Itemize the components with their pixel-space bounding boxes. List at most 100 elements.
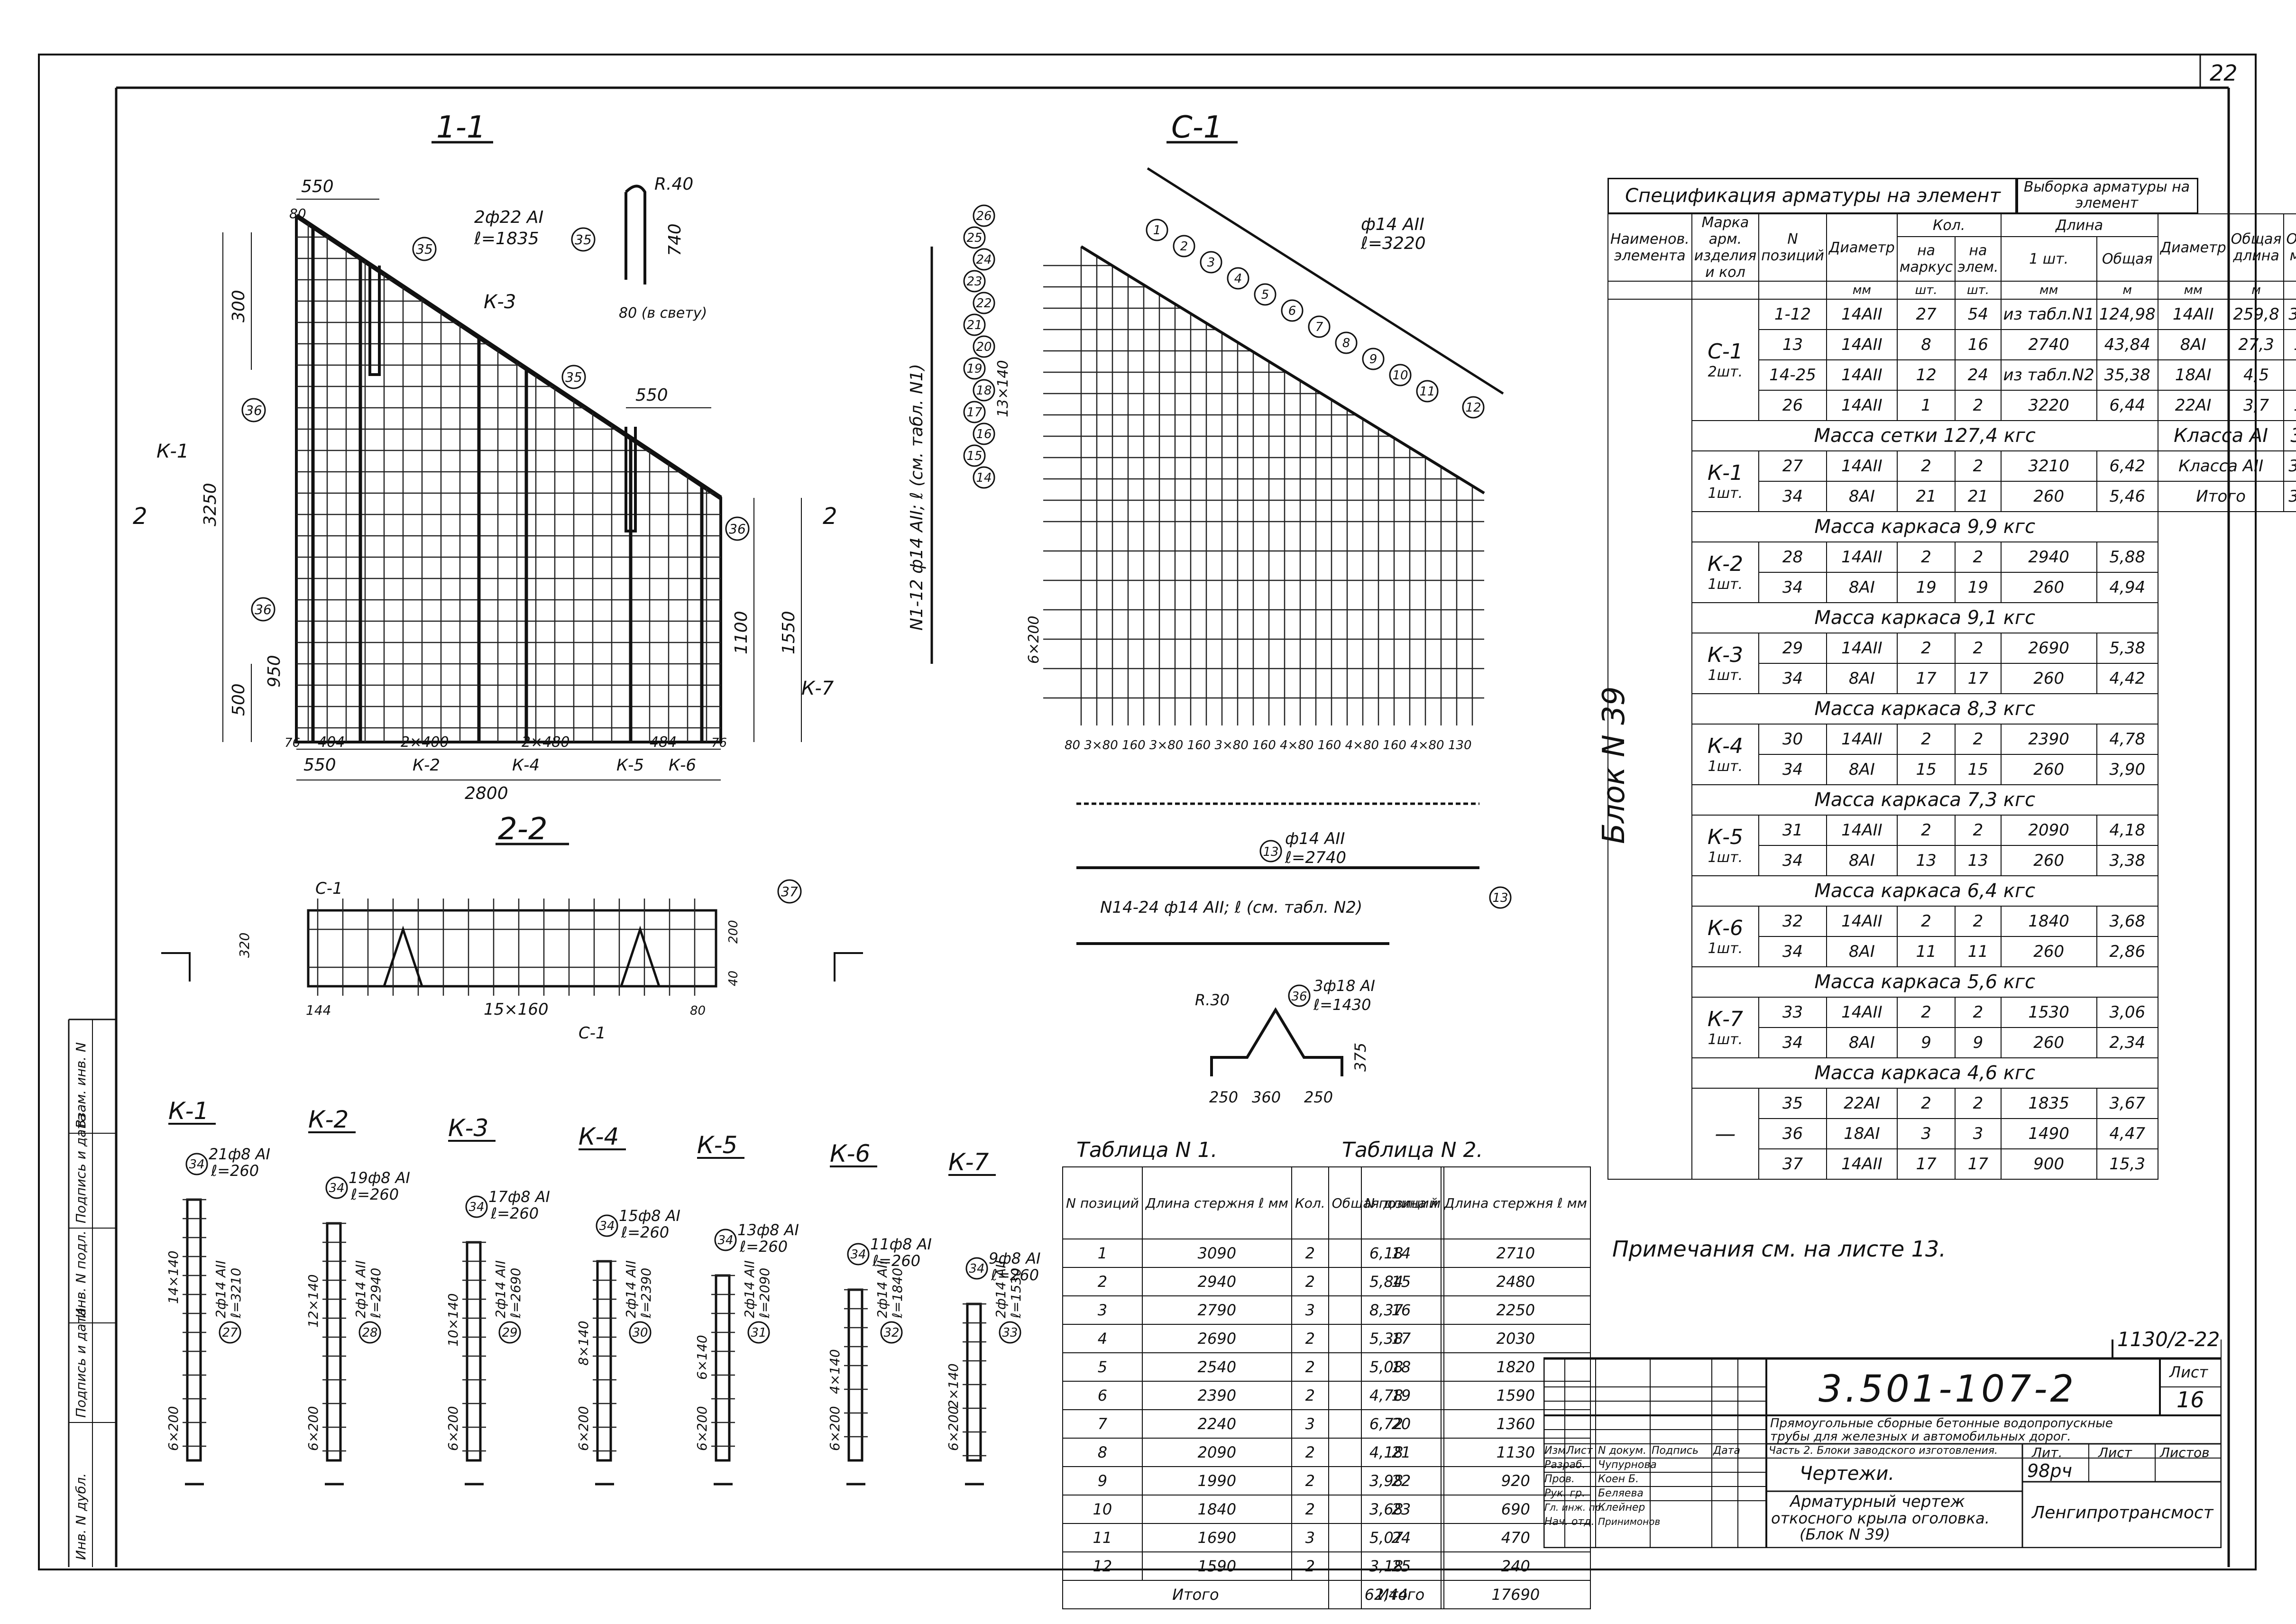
- dim-76-right: 76: [711, 736, 727, 750]
- spec-cell-0-2-3: 24: [1955, 359, 2002, 391]
- table1-cell-7-1: 2090: [1141, 1438, 1292, 1467]
- table1-cell-7-2: 2: [1291, 1438, 1329, 1467]
- table1-cell-4-1: 2540: [1141, 1352, 1292, 1382]
- bar13-note-2: ℓ=2740: [1285, 848, 1346, 867]
- spec-cell-0-0-0: 1-12: [1758, 299, 1827, 330]
- c1-callout-left-26: 26: [976, 209, 992, 223]
- dim-300: 300: [229, 290, 248, 322]
- spec-cell-3-1-5: 4,42: [2096, 663, 2158, 694]
- section-c1-title: С-1: [1171, 110, 1223, 145]
- strip-label-1: Взам. инв. N: [73, 1042, 89, 1129]
- title-code-corner: 1130/2-22: [2117, 1328, 2220, 1351]
- title-doc-code: 3.501-107-2: [1818, 1368, 2077, 1411]
- strip-label-5: Инв. N дубл.: [73, 1473, 89, 1560]
- spec-cell-0-3-2: 1: [1896, 390, 1956, 421]
- spec-mass-0: Масса сетки 127,4 кгс: [1691, 420, 2158, 451]
- c1-callout-right-1: 1: [1153, 223, 1161, 238]
- frame-pos-5: 34: [717, 1233, 733, 1248]
- spec-cell-8-0-2: 2: [1896, 1088, 1956, 1119]
- spec-count-0: 2шт.: [1708, 364, 1743, 380]
- title-sheet-label: Лист: [2169, 1363, 2208, 1381]
- spec-cell-8-2-5: 15,3: [2096, 1148, 2158, 1180]
- bars-14-24-note: N14-24 ф14 AII; ℓ (см. табл. N2): [1100, 898, 1362, 917]
- section-2-2: 2-2 С-1 С-1 15×160 144 320 200 40 80 37: [161, 812, 863, 1043]
- table1-cell-3-1: 2690: [1141, 1324, 1292, 1353]
- title-lit: Лит.: [2032, 1445, 2063, 1460]
- spec-cell-3-1-4: 260: [2000, 663, 2097, 694]
- spec-cell-0-3-4: 3220: [2000, 390, 2097, 421]
- spec-cell-0-3-0: 26: [1758, 390, 1827, 421]
- spec-class-v-2: 344,5: [2283, 481, 2296, 512]
- dim-484: 484: [650, 734, 677, 751]
- frame-main-len-2: ℓ=2940: [368, 1268, 384, 1319]
- table2-cell-5-0: 19: [1361, 1381, 1442, 1410]
- section-c1-mesh: 1234567891011121326252423222120191817161…: [963, 204, 1512, 909]
- section-1-1-title: 1-1: [436, 110, 486, 145]
- spec-cell-8-1-3: 3: [1955, 1118, 2002, 1149]
- spec-mass-7: Масса каркаса 4,6 кгс: [1691, 1057, 2158, 1089]
- c1-callout-left-25: 25: [966, 231, 982, 245]
- label-k3: К-3: [484, 291, 516, 313]
- spec-cell-0-0-5: 124,98: [2096, 299, 2158, 330]
- spec-cell-1-1-5: 5,46: [2096, 481, 2158, 512]
- title-list: Лист: [2098, 1445, 2132, 1460]
- frame-main-len-3: ℓ=2690: [508, 1268, 523, 1319]
- spec-cell-6-0-4: 1840: [2000, 906, 2097, 937]
- c1-top-note-1: ф14 AII: [1361, 215, 1424, 234]
- table1-cell-8-1: 1990: [1141, 1466, 1292, 1496]
- spec-h-len-one: 1 шт.: [2000, 236, 2097, 282]
- spec-cell-0-2-1: 14AII: [1826, 359, 1898, 391]
- spec-cell-4-0-5: 4,78: [2096, 724, 2158, 755]
- spec-cell-4-1-3: 15: [1955, 754, 2002, 785]
- spec-count-6: 1шт.: [1708, 940, 1743, 957]
- dim-2800: 2800: [465, 784, 508, 803]
- table1-cell-6-0: 7: [1062, 1409, 1143, 1439]
- spec-cell-6-0-5: 3,68: [2096, 906, 2158, 937]
- spec-class-1: Класса AII: [2157, 450, 2285, 482]
- frame-bars-5: 13ф8 AI: [737, 1221, 799, 1239]
- spec-h-pos: N позиций: [1758, 213, 1827, 282]
- table2-cell-11-1: 240: [1440, 1551, 1591, 1581]
- spec-count-3: 1шт.: [1708, 667, 1743, 684]
- table2-cell-0-1: 2710: [1440, 1239, 1591, 1268]
- frame-len-5: ℓ=260: [739, 1238, 788, 1256]
- frame-bars-6: 11ф8 AI: [870, 1235, 932, 1253]
- spec-sel-0-2: 313,6: [2283, 299, 2296, 330]
- spec-h-diam: Диаметр: [1826, 213, 1898, 282]
- spec-cell-0-3-3: 2: [1955, 390, 2002, 421]
- spec-cell-7-1-4: 260: [2000, 1027, 2097, 1058]
- spec-cell-3-0-5: 5,38: [2096, 633, 2158, 664]
- frame-dim1-1: 14×140: [165, 1250, 181, 1304]
- spec-unit-6: м: [2228, 281, 2285, 300]
- spec-title: Спецификация арматуры на элемент: [1607, 178, 2018, 214]
- table2-cell-7-1: 1130: [1440, 1438, 1591, 1467]
- spec-cell-6-1-1: 8AI: [1826, 936, 1898, 967]
- stamp-role-4: Гл. инж. пр.: [1544, 1502, 1604, 1513]
- spec-cell-4-0-3: 2: [1955, 724, 2002, 755]
- c1-left-note: N1-12 ф14 AII; ℓ (см. табл. N1): [907, 364, 927, 631]
- spec-cell-2-0-5: 5,88: [2096, 541, 2158, 573]
- spec-sel-0-1: 259,8: [2228, 299, 2285, 330]
- dim-3250: 3250: [201, 483, 220, 526]
- table1-cell-5-0: 6: [1062, 1381, 1143, 1410]
- spec-cell-4-1-4: 260: [2000, 754, 2097, 785]
- section-1-1: 1-1: [133, 110, 837, 803]
- spec-cell-5-0-4: 2090: [2000, 815, 2097, 846]
- spec-cell-1-0-5: 6,42: [2096, 450, 2158, 482]
- spec-unit-2: шт.: [1955, 281, 2002, 300]
- frame-dim1-2: 12×140: [305, 1274, 321, 1328]
- spec-cell-2-0-3: 2: [1955, 541, 2002, 573]
- stamp-h-doc: N докум.: [1598, 1445, 1647, 1457]
- spec-h-mark: Марка арм. изделия и кол: [1691, 213, 1760, 282]
- frame-bars-2: 19ф8 AI: [349, 1169, 410, 1187]
- callout-35-b: 35: [575, 232, 592, 248]
- c1-callout-right-12: 12: [1465, 401, 1481, 415]
- stamp-person-3: Беляева: [1598, 1487, 1644, 1499]
- spec-mark-7: К-7: [1707, 1007, 1743, 1031]
- dim-80: 80: [289, 206, 306, 221]
- spec-sel-2-1: 4,5: [2228, 359, 2285, 391]
- stamp-h-list: Лист: [1566, 1445, 1593, 1457]
- spec-cell-6-1-3: 11: [1955, 936, 2002, 967]
- table1-cell-8-0: 9: [1062, 1466, 1143, 1496]
- c1-callout-left-18: 18: [976, 384, 992, 398]
